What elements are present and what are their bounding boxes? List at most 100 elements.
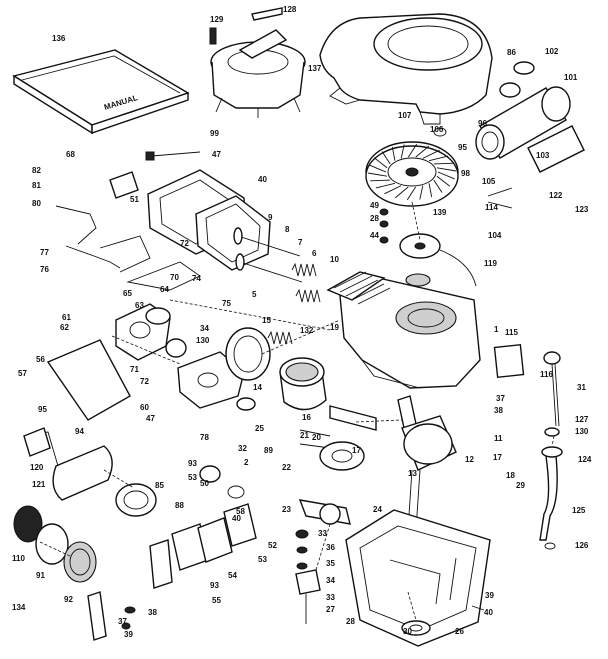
part-label-37: 37 — [118, 617, 127, 626]
part-label-116: 116 — [540, 370, 553, 379]
valve-spring — [291, 262, 317, 277]
flywheel-fin — [428, 155, 449, 162]
part-label-102: 102 — [545, 47, 559, 56]
part-label-53: 53 — [258, 555, 267, 564]
part-label-9: 9 — [268, 213, 273, 222]
part-label-65: 65 — [123, 289, 132, 298]
piston-and-rod — [225, 327, 377, 525]
part-label-6: 6 — [312, 249, 317, 258]
air-filter — [13, 505, 107, 641]
part-label-106: 106 — [430, 125, 444, 134]
flywheel-fin — [433, 162, 454, 165]
part-label-104: 104 — [488, 231, 502, 240]
part-label-72: 72 — [140, 377, 149, 386]
part-label-120: 120 — [30, 463, 44, 472]
part-label-26: 26 — [455, 627, 464, 636]
part-label-23: 23 — [282, 505, 291, 514]
owners-manual: MANUAL — [12, 49, 190, 135]
part-label-123: 123 — [575, 205, 589, 214]
blower-housing — [319, 13, 493, 125]
part-label-36: 36 — [326, 543, 335, 552]
flywheel-fin — [437, 171, 455, 180]
part-label-94: 94 — [75, 427, 84, 436]
part-label-78: 78 — [200, 433, 209, 442]
part-label-130: 130 — [575, 427, 589, 436]
part-label-70: 70 — [170, 273, 179, 282]
part-label-80: 80 — [32, 199, 41, 208]
part-label-5: 5 — [252, 290, 257, 299]
flywheel-fin — [415, 145, 430, 158]
part-label-35: 35 — [326, 559, 335, 568]
part-label-122: 122 — [549, 191, 563, 200]
air-intake-assembly — [475, 61, 585, 173]
part-label-88: 88 — [175, 501, 184, 510]
part-label-20: 20 — [312, 433, 321, 442]
part-label-107: 107 — [398, 111, 412, 120]
flywheel-fin — [381, 151, 391, 165]
part-label-29: 29 — [516, 481, 525, 490]
flywheel-fin — [394, 186, 409, 199]
part-label-63: 63 — [135, 301, 144, 310]
part-label-10: 10 — [330, 255, 339, 264]
part-label-19: 19 — [330, 323, 339, 332]
flywheel-fin — [436, 167, 457, 172]
flywheel-fin — [384, 185, 402, 195]
part-label-127: 127 — [575, 415, 589, 424]
part-label-82: 82 — [32, 166, 41, 175]
cylinder-fin — [345, 279, 379, 297]
part-label-28: 28 — [370, 214, 379, 223]
part-label-47: 47 — [212, 150, 221, 159]
part-label-39: 39 — [124, 630, 133, 639]
part-label-137: 137 — [308, 64, 322, 73]
part-label-12: 12 — [465, 455, 474, 464]
valve-spring — [295, 288, 321, 303]
part-label-24: 24 — [373, 505, 382, 514]
cylinder-fin — [357, 287, 391, 305]
flywheel-fin — [436, 175, 451, 187]
part-label-124: 124 — [578, 455, 592, 464]
part-label-64: 64 — [160, 285, 169, 294]
flywheel-fin — [406, 186, 417, 201]
part-label-126: 126 — [575, 541, 589, 550]
part-label-7: 7 — [298, 238, 303, 247]
part-label-15: 15 — [262, 316, 271, 325]
part-label-28: 28 — [346, 617, 355, 626]
part-label-50: 50 — [200, 479, 209, 488]
part-label-40: 40 — [258, 175, 267, 184]
part-label-31: 31 — [577, 383, 586, 392]
part-label-32: 32 — [238, 444, 247, 453]
part-label-54: 54 — [228, 571, 237, 580]
part-label-27: 27 — [326, 605, 335, 614]
part-label-101: 101 — [564, 73, 578, 82]
part-label-96: 96 — [478, 119, 487, 128]
part-label-115: 115 — [505, 328, 518, 337]
part-label-121: 121 — [32, 480, 46, 489]
part-label-136: 136 — [52, 34, 66, 43]
flywheel-fin — [375, 182, 396, 189]
part-label-21: 21 — [300, 431, 309, 440]
part-label-8: 8 — [285, 225, 290, 234]
part-label-33: 33 — [318, 529, 327, 538]
part-label-1: 1 — [494, 325, 499, 334]
part-label-13: 13 — [408, 469, 417, 478]
part-label-92: 92 — [64, 595, 73, 604]
part-label-56: 56 — [36, 355, 45, 364]
part-label-139: 139 — [433, 208, 447, 217]
part-label-39: 39 — [485, 591, 494, 600]
part-label-11: 11 — [494, 434, 503, 443]
part-label-71: 71 — [130, 365, 139, 374]
flywheel-fin — [370, 179, 391, 182]
part-label-37: 37 — [496, 394, 505, 403]
valve-train — [233, 227, 321, 345]
part-label-128: 128 — [283, 5, 297, 14]
part-label-86: 86 — [507, 48, 516, 57]
part-label-49: 49 — [370, 201, 379, 210]
flywheel-fin — [367, 172, 388, 177]
oil-sump — [345, 509, 491, 647]
part-label-55: 55 — [212, 596, 221, 605]
part-label-110: 110 — [12, 554, 25, 563]
flywheel-fin — [373, 157, 388, 169]
part-label-57: 57 — [18, 369, 27, 378]
part-label-103: 103 — [536, 151, 550, 160]
